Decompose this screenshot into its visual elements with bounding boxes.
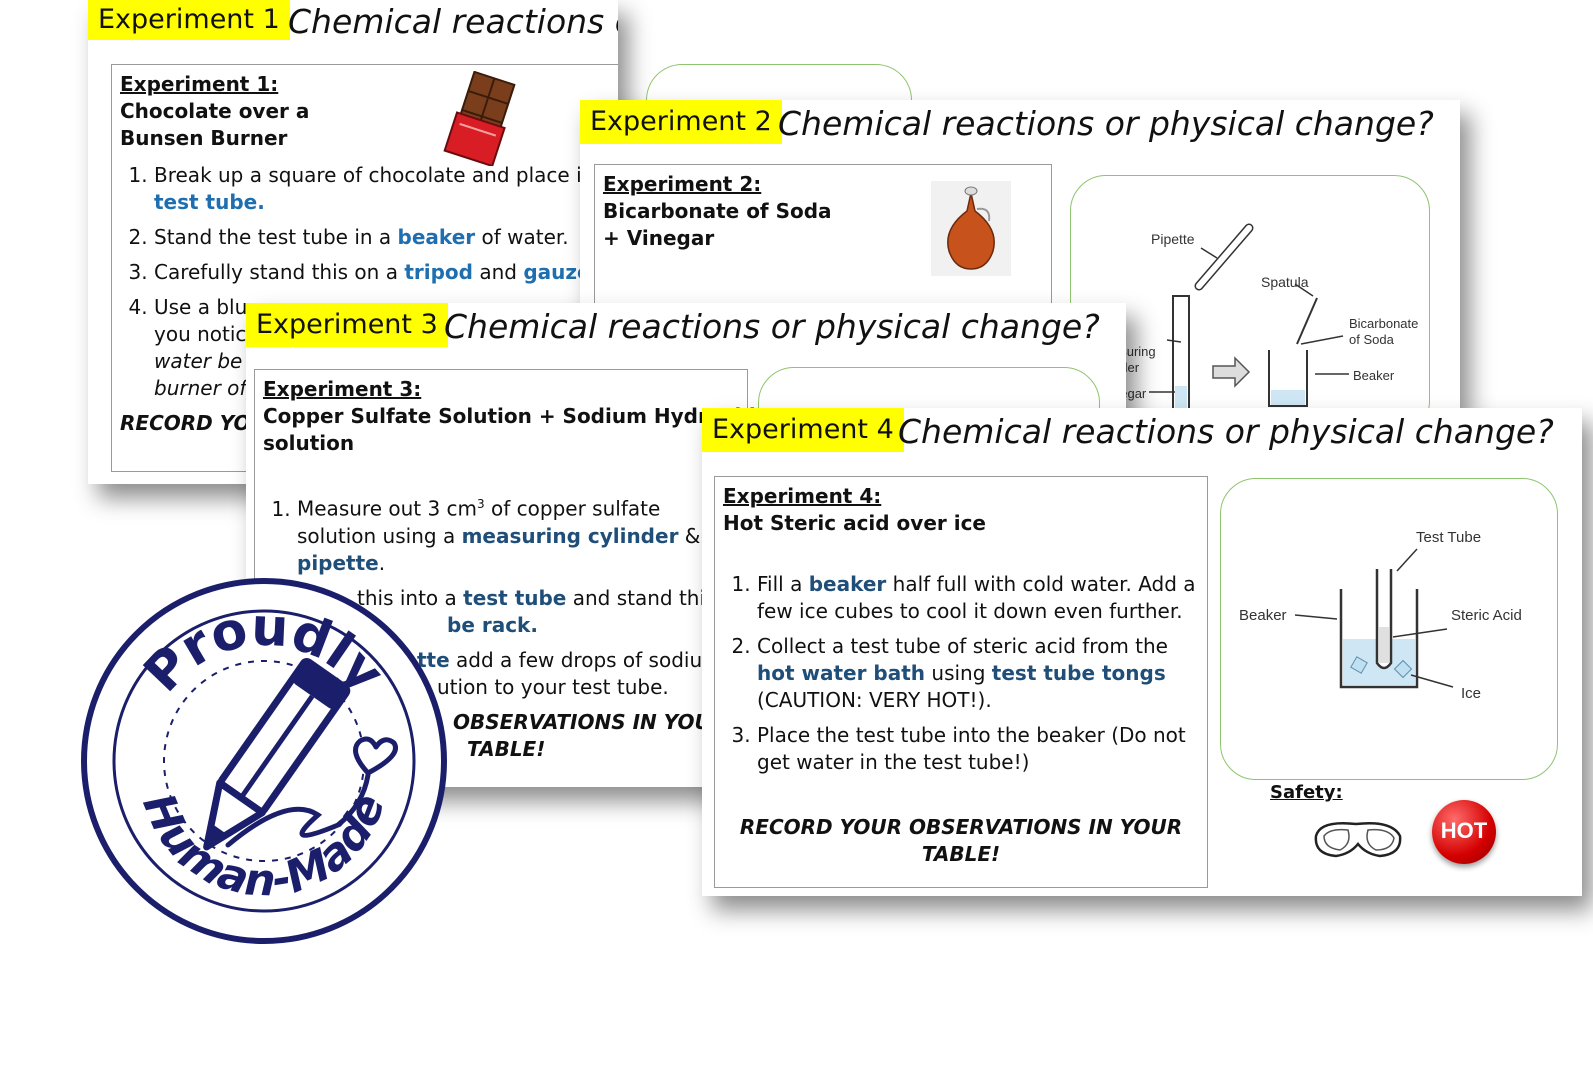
label-ice: Ice (1461, 685, 1482, 702)
safety-label: Safety: (1270, 782, 1343, 803)
record-instruction: RECORD YOUR OBSERVATIONS IN YOUR TABLE! (739, 815, 1183, 866)
record-instruction: OBSERVATIONS IN YOUR TABLE! (453, 709, 727, 761)
slide-experiment-4: Experiment 4 Chemical reactions or physi… (702, 408, 1582, 896)
label-steric-acid: Steric Acid (1451, 607, 1522, 624)
hot-label: HOT (1440, 818, 1488, 843)
box-subtitle: Hot Steric acid over ice (723, 511, 986, 535)
slide-heading: Chemical reactions or physical change? (898, 412, 1554, 451)
label-pipette: Pipette (1151, 231, 1195, 247)
label-bicarbonate: of Soda (1349, 332, 1394, 347)
vinegar-bottle-icon (931, 181, 1011, 276)
instructions-box: Experiment 4: Hot Steric acid over ice F… (714, 476, 1208, 888)
box-title: Experiment 4: (723, 484, 882, 508)
label-spatula: Spatula (1261, 274, 1309, 290)
box-subtitle: Chocolate over a (120, 99, 310, 123)
slide-heading: Chemical reactions or physical change? (444, 307, 1100, 346)
box-subtitle: Bicarbonate of Soda (603, 199, 832, 223)
box-title: Experiment 3: (263, 377, 422, 401)
record-instruction: RECORD YO (120, 411, 251, 435)
label-test-tube: Test Tube (1416, 529, 1482, 546)
experiment-tag: Experiment 4 (702, 408, 904, 452)
diagram-lines (1294, 548, 1454, 689)
diagram-frame: Pipette Spatula Bicarbonate of Soda asur… (1070, 175, 1430, 410)
hot-warning-icon: HOT (1432, 800, 1496, 864)
box-title: Experiment 2: (603, 172, 762, 196)
box-subtitle: Bunsen Burner (120, 126, 288, 150)
label-beaker: Beaker (1353, 368, 1395, 383)
slide-heading: Chemical reactions or physical change? (288, 2, 618, 41)
experiment-tag: Experiment 1 (88, 0, 290, 40)
box-subtitle: Copper Sulfate Solution + Sodium Hydroxi… (263, 404, 770, 428)
diagram-frame: Test Tube Beaker Steric Acid Ice (1220, 478, 1558, 780)
label-beaker: Beaker (1239, 607, 1287, 624)
box-subtitle: + Vinegar (603, 226, 715, 250)
slide-heading: Chemical reactions or physical change? (778, 104, 1434, 143)
pencil-icon (203, 658, 351, 851)
box-title: Experiment 1: (120, 72, 279, 96)
diagram-lines (1149, 223, 1349, 410)
safety-goggles-icon (1314, 822, 1402, 858)
badge-graphic: Proudly Human-Made (81, 578, 447, 944)
proudly-human-made-badge: Proudly Human-Made (78, 575, 450, 947)
box-subtitle: solution (263, 431, 355, 455)
label-bicarbonate: Bicarbonate (1349, 316, 1419, 331)
chocolate-bar-icon (443, 71, 516, 166)
experiment-tag: Experiment 3 (246, 303, 448, 347)
experiment-tag: Experiment 2 (580, 100, 782, 144)
